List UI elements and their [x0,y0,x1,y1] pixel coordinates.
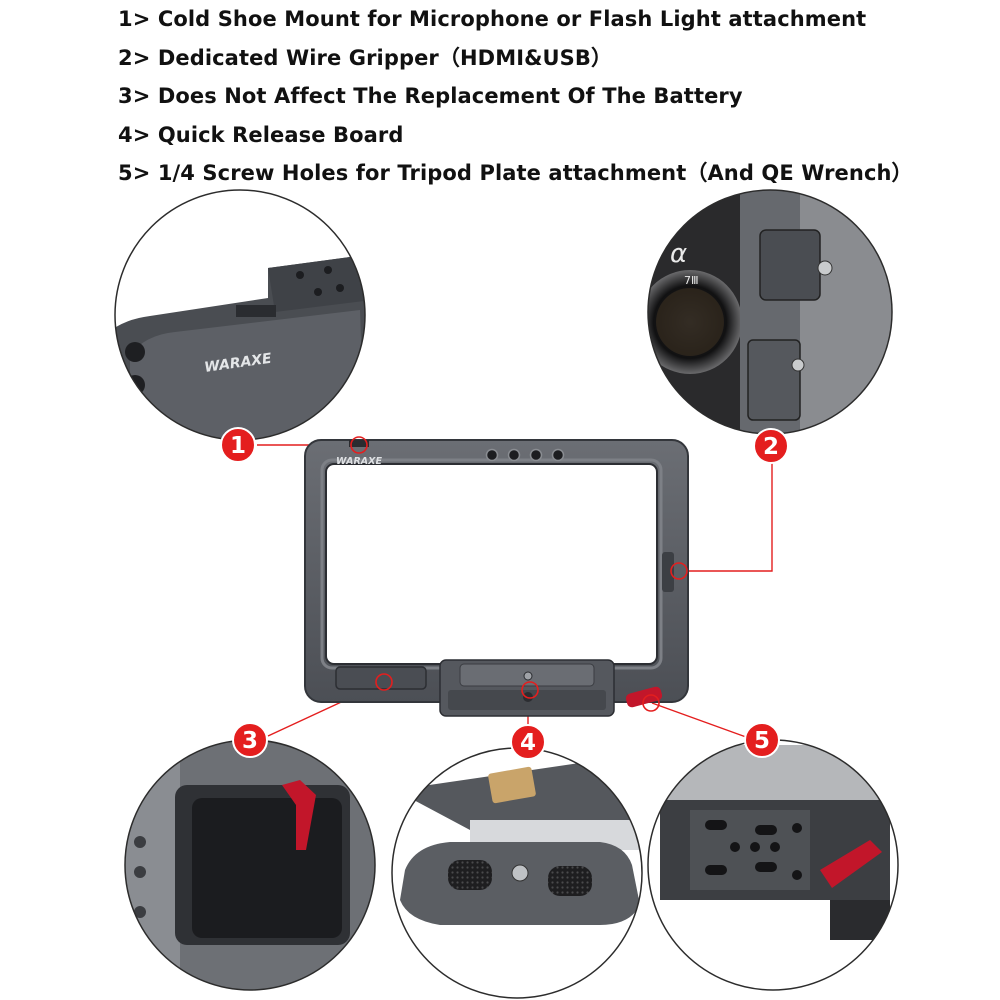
detail-wire-gripper: α 7Ⅲ [647,189,893,435]
cold-shoe [349,440,369,447]
badge-1: 1 [220,427,256,463]
detail-cold-shoe: WARAXE [114,189,366,441]
feature-item-5: 5> 1/4 Screw Holes for Tripod Plate atta… [118,161,913,185]
quick-release-plate [439,659,615,717]
detail-quick-release [391,747,643,999]
badge-4: 4 [510,724,546,760]
svg-text:2: 2 [763,434,779,460]
svg-text:5: 5 [754,728,770,754]
camera-submodel-label: 7Ⅲ [684,274,699,287]
cage-brand-label: WARAXE [336,456,382,467]
camera-cage: WARAXE [304,439,689,717]
feature-item-4: 4> Quick Release Board [118,122,404,147]
detail-screw-holes [647,739,899,991]
feature-item-2: 2> Dedicated Wire Gripper（HDMI&USB） [118,45,613,70]
detail-battery [124,739,376,991]
feature-item-3: 3> Does Not Affect The Replacement Of Th… [118,84,743,108]
top-screw-holes [485,448,565,462]
svg-text:4: 4 [520,730,536,756]
badge-5: 5 [744,722,780,758]
badge-3: 3 [232,722,268,758]
svg-text:1: 1 [230,433,246,459]
svg-text:3: 3 [242,728,258,754]
feature-item-1: 1> Cold Shoe Mount for Microphone or Fla… [118,7,867,31]
badge-2: 2 [753,428,789,464]
feature-list: 1> Cold Shoe Mount for Microphone or Fla… [118,0,913,193]
red-lever [625,686,663,708]
camera-model-label: α [670,239,687,269]
callout-rings [350,436,688,712]
